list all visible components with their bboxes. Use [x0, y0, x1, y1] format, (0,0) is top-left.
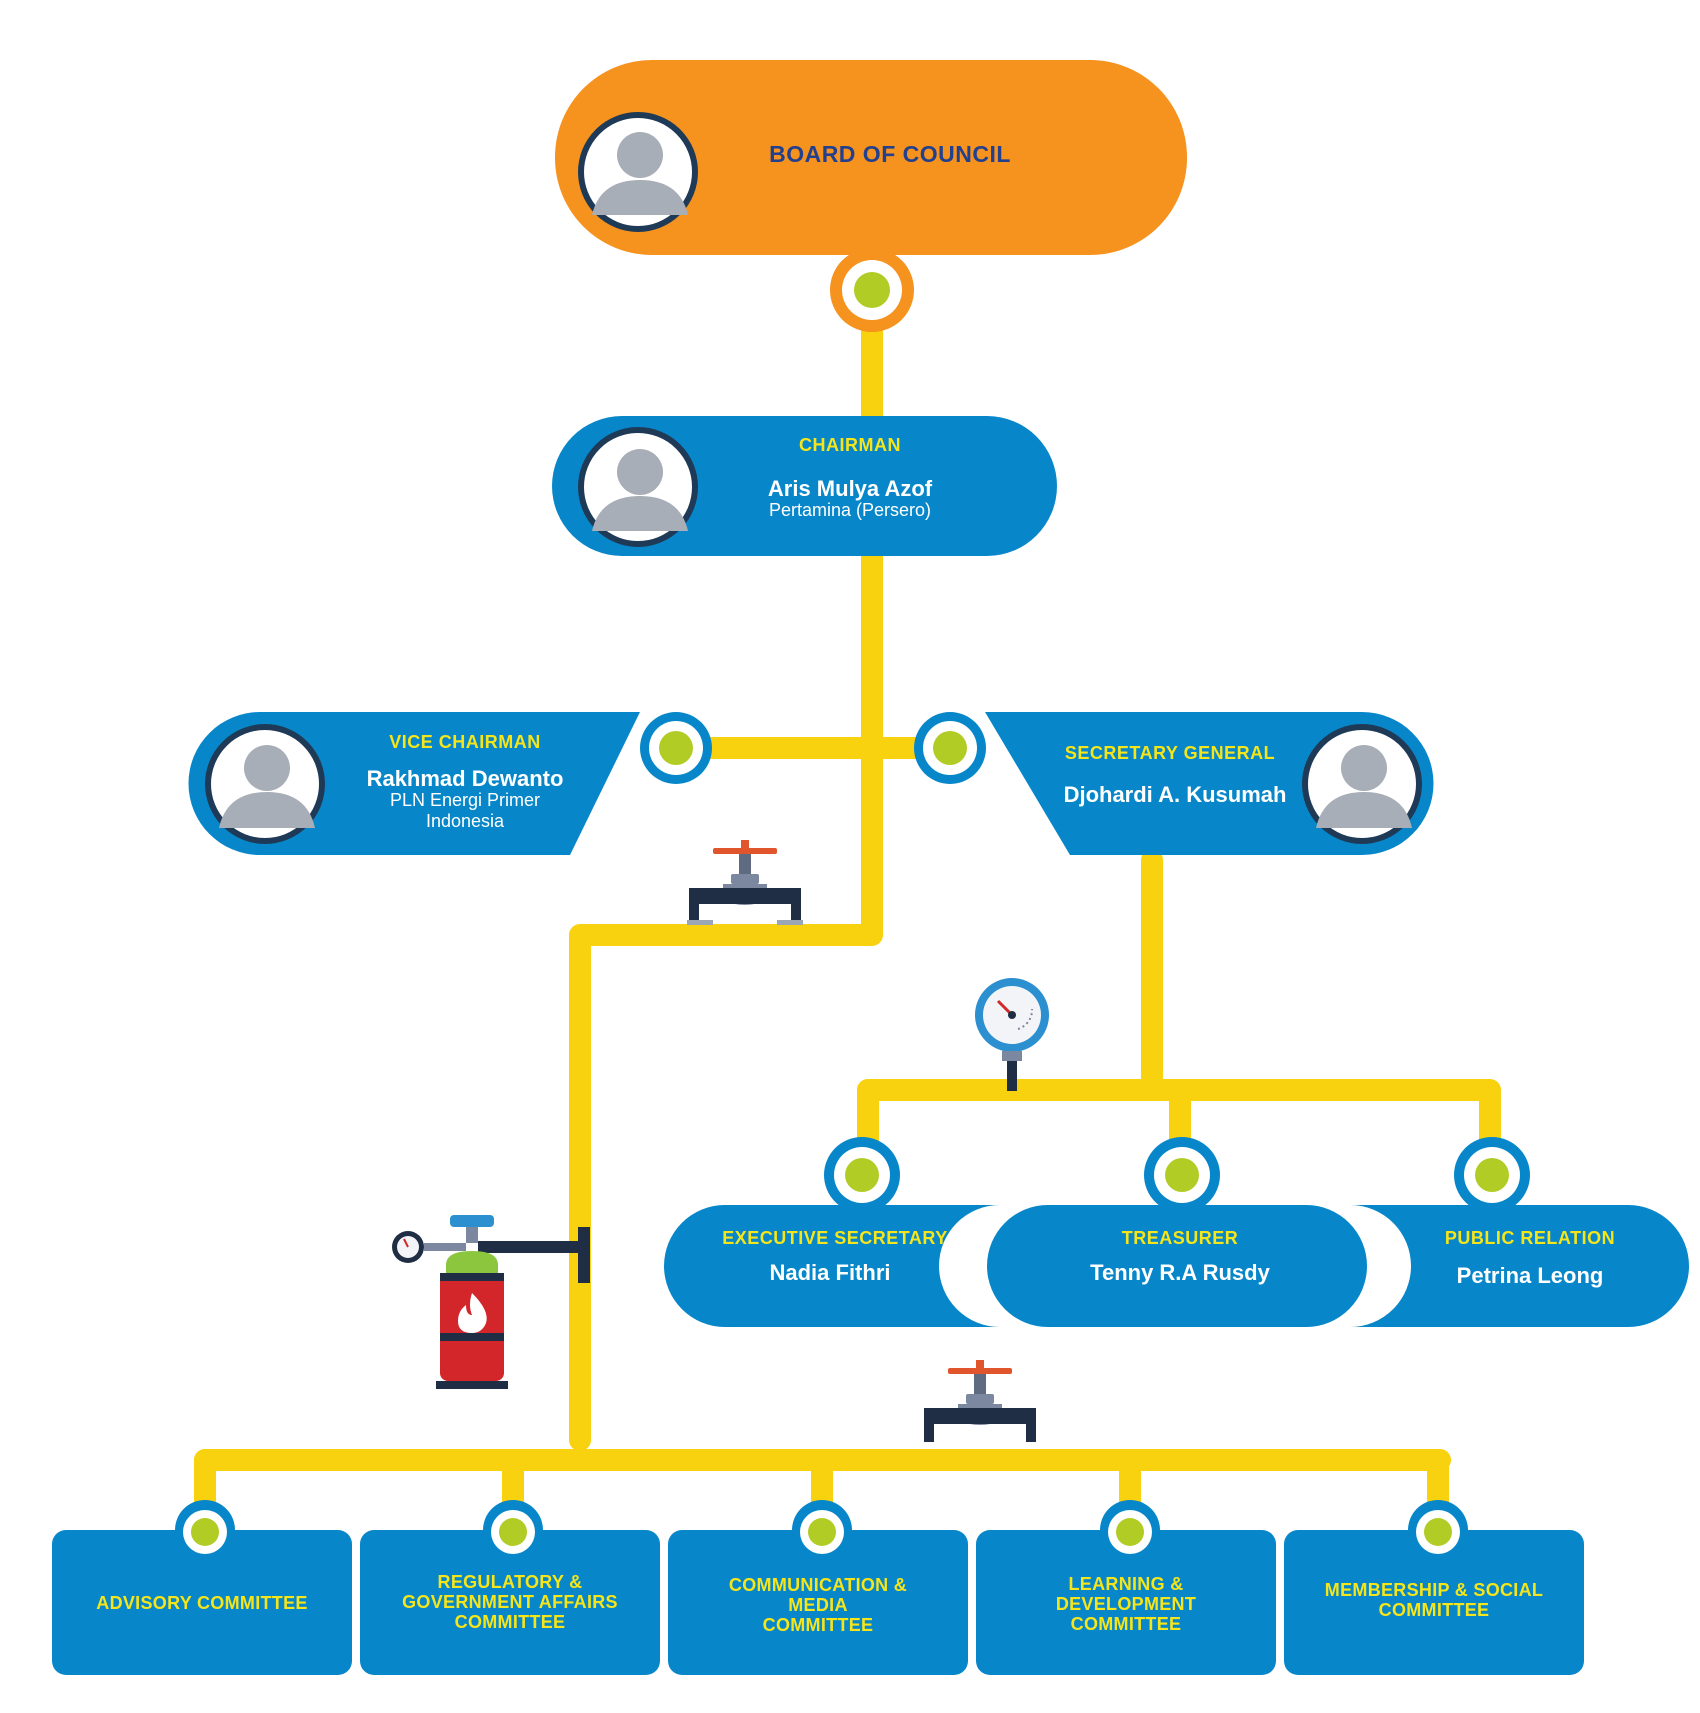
vice-chairman-name: Rakhmad Dewanto	[366, 766, 564, 791]
chairman-node	[552, 416, 1057, 556]
vice-chairman-org-line2: Indonesia	[425, 811, 505, 831]
connector-dot	[1475, 1158, 1509, 1192]
secretariat-box-2	[987, 1205, 1367, 1327]
committee-label-5: MEMBERSHIP & SOCIAL COMMITTEE	[1294, 1580, 1574, 1620]
committee-nodes	[52, 1500, 1584, 1675]
committee-label-2: REGULATORY & GOVERNMENT AFFAIRS COMMITTE…	[370, 1572, 650, 1632]
committee-box-1	[52, 1500, 352, 1675]
connector-dot	[1424, 1518, 1452, 1546]
committee-label-line: COMMITTEE	[1378, 1600, 1490, 1620]
connector-dot	[499, 1518, 527, 1546]
committee-label-line: COMMITTEE	[762, 1615, 874, 1635]
avatar-icon	[578, 427, 698, 547]
committee-label-line: MEMBERSHIP & SOCIAL	[1324, 1580, 1544, 1600]
committee-label-line: LEARNING &	[1068, 1574, 1184, 1594]
secretariat-nodes	[664, 1137, 1689, 1327]
valve-icon	[687, 840, 803, 925]
connector-dot	[808, 1518, 836, 1546]
committee-label-3: COMMUNICATION & MEDIA COMMITTEE	[678, 1575, 958, 1635]
vice-chairman-node	[188, 712, 712, 855]
committee-label-line: COMMUNICATION &	[728, 1575, 908, 1595]
public-relation-role: PUBLIC RELATION	[1444, 1228, 1616, 1248]
secretary-general-node	[914, 712, 1434, 855]
committee-label-line: REGULATORY &	[437, 1572, 583, 1592]
avatar-icon	[205, 724, 325, 844]
executive-secretary-role: EXECUTIVE SECRETARY	[722, 1228, 948, 1248]
connector-dot	[854, 272, 890, 308]
chairman-org: Pertamina (Persero)	[768, 500, 932, 520]
secretariat-box-1	[664, 1205, 1000, 1327]
committee-label-line: COMMITTEE	[1070, 1614, 1182, 1634]
vice-chairman-org-line1: PLN Energi Primer	[389, 790, 541, 810]
fire-icon	[458, 1293, 487, 1333]
public-relation-name: Petrina Leong	[1456, 1263, 1604, 1288]
chairman-role: CHAIRMAN	[799, 435, 901, 455]
committee-box-3	[668, 1500, 968, 1675]
avatar-icon	[578, 112, 698, 232]
connector-pipes	[194, 289, 1501, 1521]
connector-dot	[845, 1158, 879, 1192]
vice-chairman-role: VICE CHAIRMAN	[389, 732, 541, 752]
connector-dot	[659, 731, 693, 765]
committee-box-5	[1284, 1500, 1584, 1675]
board-title: BOARD OF COUNCIL	[769, 141, 1011, 167]
connector-dot	[933, 731, 967, 765]
committee-label-line: MEDIA	[788, 1595, 848, 1615]
executive-secretary-name: Nadia Fithri	[769, 1260, 891, 1285]
committee-label-line: COMMITTEE	[454, 1612, 566, 1632]
connector-dot	[1165, 1158, 1199, 1192]
committee-box-4	[976, 1500, 1276, 1675]
secretary-general-name: Djohardi A. Kusumah	[1063, 782, 1287, 807]
committee-label-line: DEVELOPMENT	[1055, 1594, 1197, 1614]
connector-dot	[191, 1518, 219, 1546]
secretary-general-role: SECRETARY GENERAL	[1064, 743, 1276, 763]
pipe-secretariat-row	[857, 1079, 1501, 1156]
committee-label-line: GOVERNMENT AFFAIRS	[402, 1592, 618, 1612]
chairman-name: Aris Mulya Azof	[767, 476, 933, 501]
committee-box-2	[360, 1500, 660, 1675]
board-node	[555, 60, 1187, 332]
avatar-icon	[1302, 724, 1422, 844]
pressure-gauge-icon	[975, 978, 1049, 1091]
connector-dot	[1116, 1518, 1144, 1546]
treasurer-name: Tenny R.A Rusdy	[1090, 1260, 1270, 1285]
committee-label-1: ADVISORY COMMITTEE	[62, 1593, 342, 1613]
committee-label-line: ADVISORY COMMITTEE	[96, 1593, 308, 1613]
treasurer-role: TREASURER	[1121, 1228, 1239, 1248]
secretariat-box-3	[1350, 1205, 1689, 1327]
gas-cylinder-icon	[392, 1215, 590, 1389]
committee-label-4: LEARNING & DEVELOPMENT COMMITTEE	[986, 1574, 1266, 1634]
valve-icon	[924, 1360, 1036, 1442]
